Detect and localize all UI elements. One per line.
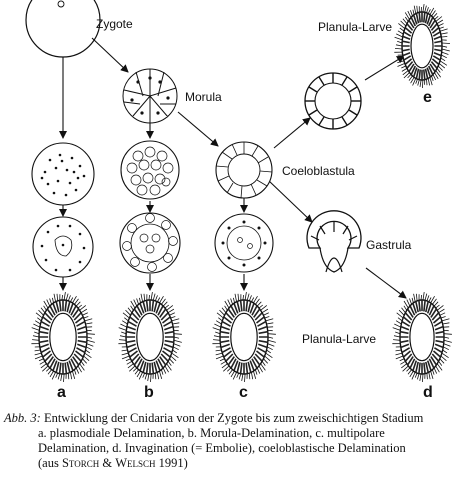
label-e: e — [423, 89, 432, 106]
stage-e-blastula — [304, 72, 362, 130]
label-planula-top: Planula-Larve — [318, 20, 393, 34]
stage-b-delamination — [119, 212, 181, 274]
planula-larvae — [31, 4, 452, 383]
arrow-zygote-to-morula — [91, 37, 129, 73]
planula-d — [392, 292, 452, 383]
label-a: a — [57, 384, 66, 401]
coeloblastula-cell — [215, 141, 273, 199]
label-morula: Morula — [185, 90, 222, 104]
arrow-blastula-e-to-planula-e — [364, 55, 405, 81]
label-zygote: Zygote — [96, 17, 133, 31]
caption-line2: a. plasmodiale Delamination, b. Morula-D… — [38, 426, 385, 440]
stage-b-solid-morula — [120, 140, 180, 200]
label-b: b — [144, 384, 154, 401]
caption-line3: Delamination, d. Invagination (= Embolie… — [38, 441, 406, 455]
arrow-coeloblastula-to-blastula-e — [273, 117, 311, 149]
label-d: d — [423, 384, 433, 401]
stage-a-delamination — [32, 216, 94, 278]
label-coeloblastula: Coeloblastula — [282, 164, 355, 178]
stage-a-plasmodium — [31, 142, 95, 206]
gastrula-cell — [306, 210, 362, 273]
planula-b — [118, 292, 182, 383]
planula-c — [212, 292, 276, 383]
caption-line4: (aus Storch & Welsch 1991) — [38, 456, 188, 470]
zygote-cell — [25, 0, 101, 58]
cnidaria-development-diagram — [25, 0, 452, 383]
morula-cell-cluster — [122, 68, 178, 124]
planula-e — [394, 4, 451, 89]
label-c: c — [239, 384, 248, 401]
caption-line1: Entwicklung der Cnidaria von der Zygote … — [43, 411, 424, 425]
label-gastrula: Gastrula — [366, 238, 412, 252]
figure-caption: Abb. 3: Entwicklung der Cnidaria von der… — [4, 411, 456, 471]
arrow-coeloblastula-to-gastrula — [267, 179, 313, 223]
planula-a — [31, 292, 95, 383]
arrow-morula-to-coeloblastula — [177, 111, 219, 147]
label-planula-bottom: Planula-Larve — [302, 332, 377, 346]
arrows — [59, 37, 407, 299]
arrow-gastrula-to-planula-d — [365, 267, 407, 299]
stage-c-multipolar — [214, 213, 274, 273]
caption-abbr: Abb. 3: — [4, 411, 41, 425]
